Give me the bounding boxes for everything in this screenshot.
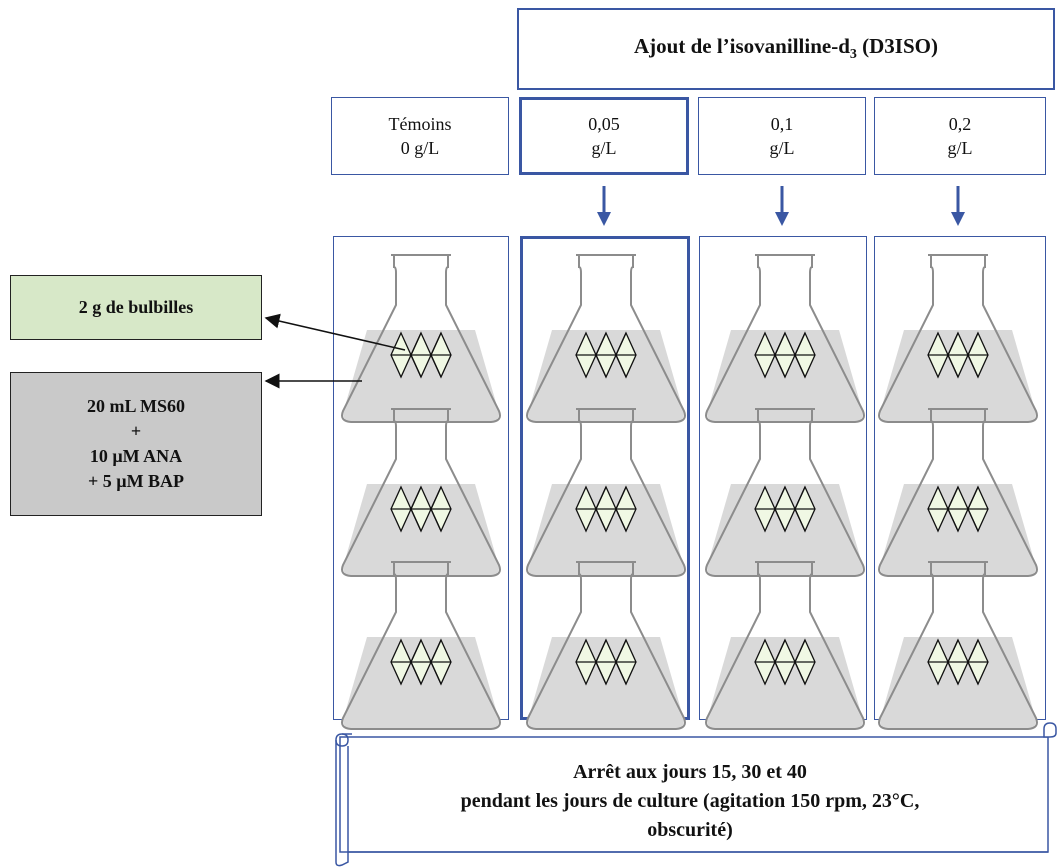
bulbs-arrow (264, 313, 406, 351)
medium-box: 20 mL MS60 + 10 µM ANA + 5 µM BAP (10, 372, 262, 516)
flask-icon (705, 254, 865, 423)
flask-icon (526, 561, 686, 730)
down-arrow-icon (597, 186, 611, 226)
flask-icon (526, 408, 686, 577)
treatment-title: Ajout de l’isovanilline-d3 (D3ISO) (634, 34, 938, 63)
footer-line: obscurité) (647, 819, 733, 841)
concentration-box-control: Témoins 0 g/L (331, 97, 509, 175)
flask-icon (341, 561, 501, 730)
flask-icon (878, 408, 1038, 577)
flask-icon (526, 254, 686, 423)
flask-icon (705, 561, 865, 730)
flask-icon (878, 561, 1038, 730)
flask-icon (341, 408, 501, 577)
concentration-value: g/L (947, 138, 973, 158)
concentration-value: 0 g/L (400, 138, 440, 158)
concentration-box-005: 0,05 g/L (519, 97, 689, 175)
treatment-title-box: Ajout de l’isovanilline-d3 (D3ISO) (517, 8, 1055, 90)
concentration-box-02: 0,2 g/L (874, 97, 1046, 175)
concentration-value: g/L (591, 138, 617, 158)
down-arrow-icon (775, 186, 789, 226)
bulbs-box: 2 g de bulbilles (10, 275, 262, 340)
flask-grid (341, 254, 1038, 730)
bulbs-label: 2 g de bulbilles (78, 296, 194, 317)
down-arrow-icon (951, 186, 965, 226)
concentration-box-01: 0,1 g/L (698, 97, 866, 175)
concentration-label: Témoins (388, 113, 452, 134)
concentration-label: 0,05 (588, 113, 620, 134)
medium-line: + 5 µM BAP (87, 471, 185, 492)
footer-line: pendant les jours de culture (agitation … (460, 790, 920, 812)
concentration-label: 0,2 (948, 113, 972, 134)
footer-line: Arrêt aux jours 15, 30 et 40 (573, 761, 807, 783)
medium-line: 20 mL MS60 (86, 395, 185, 416)
medium-line: 10 µM ANA (89, 446, 183, 466)
footer-text: Arrêt aux jours 15, 30 et 40 pendant les… (380, 758, 1000, 845)
medium-line: + (130, 420, 142, 441)
scroll-banner (335, 722, 1057, 867)
concentration-value: g/L (769, 138, 795, 158)
flask-icon (705, 408, 865, 577)
concentration-label: 0,1 (770, 113, 794, 134)
flask-icon (341, 254, 501, 423)
down-arrows (597, 186, 965, 226)
flask-icon (878, 254, 1038, 423)
